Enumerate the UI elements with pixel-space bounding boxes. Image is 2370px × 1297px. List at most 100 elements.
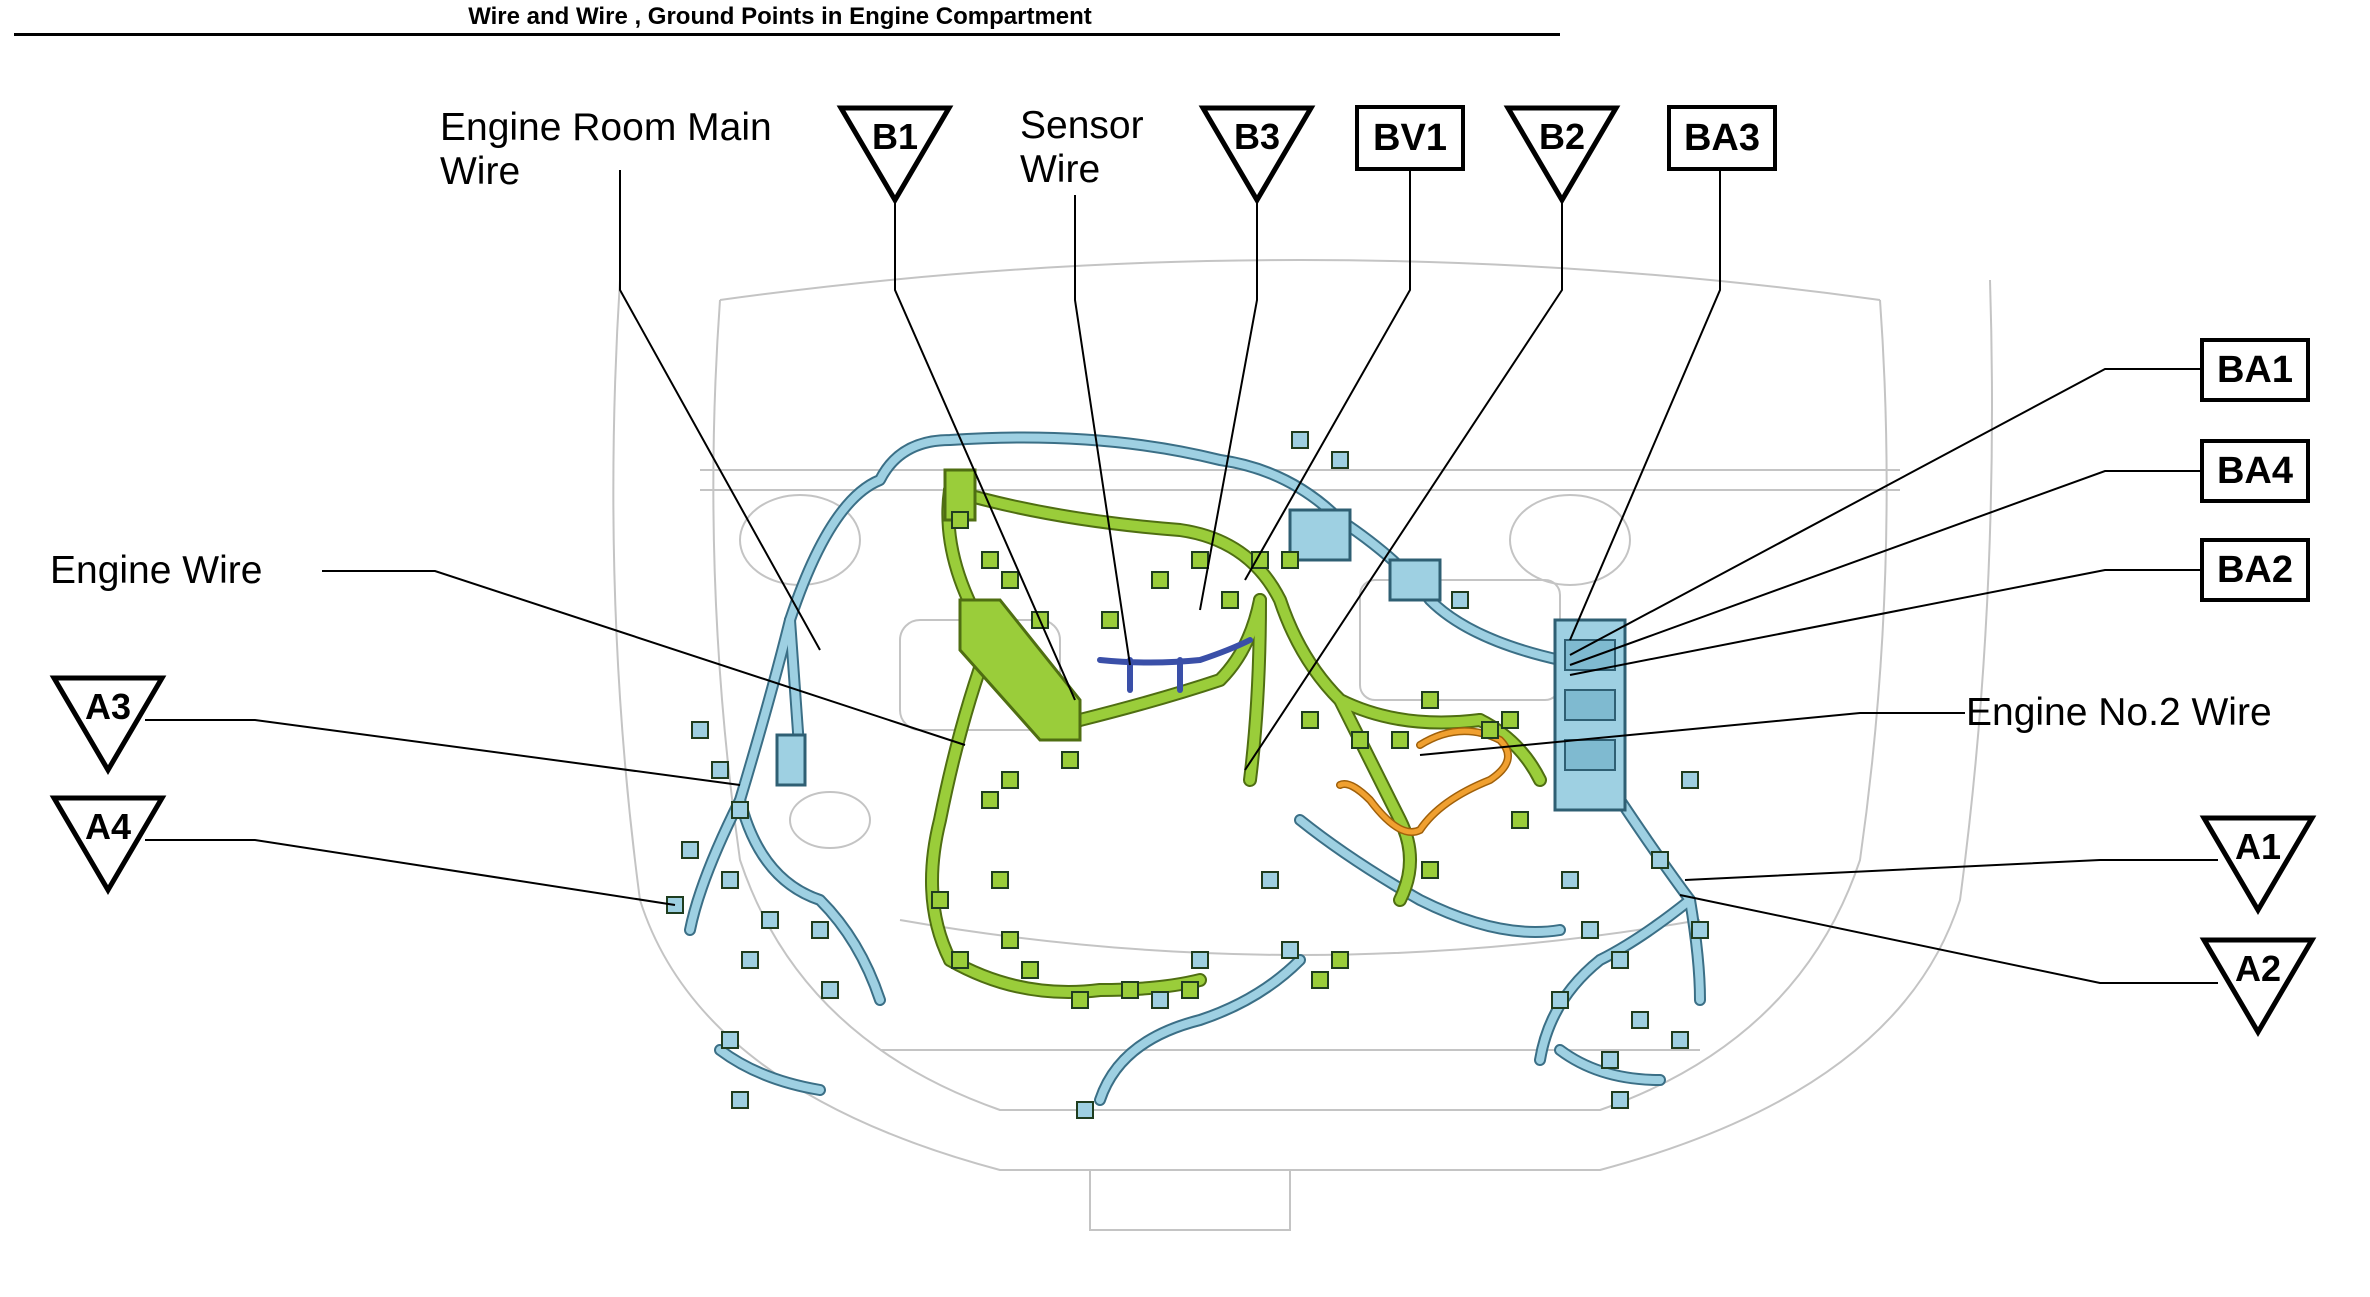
ground-point-a1: A1 [2199, 815, 2317, 915]
ground-point-a2-label: A2 [2235, 948, 2281, 989]
connector-ba2: BA2 [2200, 538, 2310, 602]
label-engine-wire: Engine Wire [50, 549, 263, 592]
connector-ba1: BA1 [2200, 338, 2310, 402]
ground-point-b1-label: B1 [872, 116, 918, 157]
leader-ba2 [1569, 569, 2200, 676]
connector-marker [981, 551, 999, 569]
connector-marker [1691, 921, 1709, 939]
connector-marker [991, 871, 1009, 889]
connector-marker [1631, 1011, 1649, 1029]
connector-marker [741, 951, 759, 969]
leader-ba4 [1569, 470, 2200, 666]
connector-marker [1221, 591, 1239, 609]
connector-marker [1001, 571, 1019, 589]
connector-marker [1001, 771, 1019, 789]
connector-marker [1021, 961, 1039, 979]
ground-point-b2-triangle [1503, 105, 1621, 205]
ground-point-a3-triangle [49, 675, 167, 775]
connector-marker [1481, 721, 1499, 739]
ground-point-a2: A2 [2199, 937, 2317, 1037]
connector-marker [1421, 861, 1439, 879]
connector-ba4: BA4 [2200, 439, 2310, 503]
page-title: Wire and Wire , Ground Points in Engine … [468, 3, 1092, 30]
connector-marker [681, 841, 699, 859]
connector-marker [1151, 991, 1169, 1009]
connector-marker [811, 921, 829, 939]
connector-ba3: BA3 [1667, 105, 1777, 171]
connector-marker [721, 1031, 739, 1049]
ground-point-a3: A3 [49, 675, 167, 775]
connector-marker [1511, 811, 1529, 829]
leader-engine-room-main [619, 170, 821, 651]
ground-point-b3-label: B3 [1234, 116, 1280, 157]
ground-point-b3-triangle [1198, 105, 1316, 205]
connector-marker [1601, 1051, 1619, 1069]
ground-point-a4: A4 [49, 795, 167, 895]
connector-marker [1311, 971, 1329, 989]
leader-b1 [894, 200, 1076, 701]
leader-engine-no2 [1419, 712, 1965, 756]
connector-marker [731, 801, 749, 819]
title-rule [14, 33, 1560, 36]
ground-point-b1: B1 [836, 105, 954, 205]
ground-point-a1-label: A1 [2235, 826, 2281, 867]
leader-sensor [1074, 195, 1131, 666]
leader-b3 [1199, 200, 1258, 611]
leader-b2 [1244, 200, 1563, 771]
label-sensor-wire-line1: Sensor [1020, 104, 1144, 147]
leader-a4 [145, 839, 676, 906]
ground-point-a4-label: A4 [85, 806, 131, 847]
leader-a1 [1684, 859, 2218, 881]
connector-marker [1501, 711, 1519, 729]
connector-marker [1581, 921, 1599, 939]
connector-marker [1351, 731, 1369, 749]
connector-marker [721, 871, 739, 889]
label-engine-room-main-wire: Engine Room Main Wire [440, 106, 772, 194]
connector-marker [1651, 851, 1669, 869]
connector-marker [1101, 611, 1119, 629]
connector-marker [1121, 981, 1139, 999]
connector-marker [1281, 941, 1299, 959]
connector-marker [1001, 931, 1019, 949]
label-sensor-wire-line2: Wire [1020, 148, 1101, 191]
ground-point-b1-triangle [836, 105, 954, 205]
ground-point-a3-label: A3 [85, 686, 131, 727]
label-sensor-wire: Sensor Wire [1020, 104, 1144, 192]
connector-marker [1681, 771, 1699, 789]
connector-marker [1561, 871, 1579, 889]
ground-point-b3: B3 [1198, 105, 1316, 205]
connector-marker [761, 911, 779, 929]
connector-marker [1451, 591, 1469, 609]
label-engine-room-main-wire-line1: Engine Room Main [440, 106, 772, 149]
connector-marker [1181, 981, 1199, 999]
connector-marker [1421, 691, 1439, 709]
leader-engine-wire [322, 570, 966, 746]
leader-lines [145, 170, 2218, 984]
label-engine-no2-wire: Engine No.2 Wire [1966, 691, 2272, 734]
connector-marker [1191, 951, 1209, 969]
connector-marker [1281, 551, 1299, 569]
ground-point-b2-label: B2 [1539, 116, 1585, 157]
connector-marker [1061, 751, 1079, 769]
leader-ba3 [1569, 170, 1721, 641]
connector-marker [711, 761, 729, 779]
connector-marker [691, 721, 709, 739]
connector-marker [1331, 451, 1349, 469]
connector-marker [1611, 951, 1629, 969]
connector-marker [951, 511, 969, 529]
label-engine-room-main-wire-line2: Wire [440, 150, 521, 193]
connector-marker [1301, 711, 1319, 729]
connector-marker [1551, 991, 1569, 1009]
ground-point-a2-triangle [2199, 937, 2317, 1037]
connector-marker [731, 1091, 749, 1109]
leader-a3 [145, 719, 741, 786]
engine-wire-harness [927, 485, 1545, 997]
connector-marker [931, 891, 949, 909]
connector-marker [1261, 871, 1279, 889]
connector-marker [821, 981, 839, 999]
leader-ba1 [1569, 368, 2200, 656]
connector-markers [666, 431, 1709, 1119]
